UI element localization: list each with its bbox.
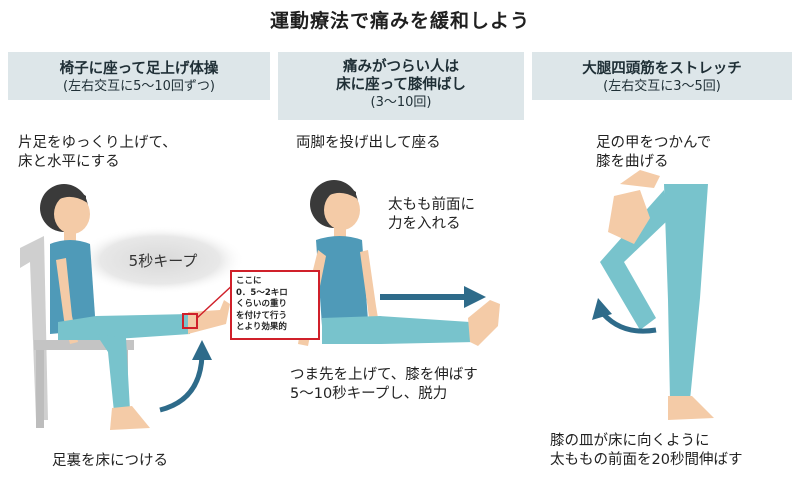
bangs	[48, 188, 86, 206]
feet	[468, 300, 500, 346]
keep-cloud	[75, 226, 245, 294]
up-arrow-head	[192, 340, 212, 360]
panel-3-sub: (左右交互に3～5回)	[603, 79, 721, 94]
panel-1-desc-line2: 床と水平にする	[18, 154, 120, 170]
chair-leg-back	[36, 350, 44, 428]
panel-1-desc-bottom: 足裏を床につける	[52, 453, 168, 469]
neck	[64, 230, 76, 242]
panel-1-callout: 5秒キープ	[128, 252, 198, 270]
panel-2-sub: (3～10回)	[370, 95, 432, 110]
panel-3-desc-bottom: 膝の皿が床に向くように 太ももの前面を20秒間伸ばす	[550, 432, 795, 470]
panel-1-heading: 椅子に座って足上げ体操	[59, 61, 219, 77]
panel-3-header: 大腿四頭筋をストレッチ (左右交互に3～5回)	[532, 52, 792, 100]
bent-leg	[600, 190, 668, 330]
push-arrow-head	[464, 286, 486, 308]
panel-2-callout-line2: 力を入れる	[388, 216, 461, 232]
held-foot	[608, 190, 650, 244]
chair-seat	[34, 340, 134, 350]
support-foot	[110, 406, 150, 430]
panel-3-desc-bottom-line2: 太ももの前面を20秒間伸ばす	[550, 452, 743, 468]
support-leg	[96, 334, 130, 412]
neck	[334, 226, 346, 238]
panel-2-figure	[298, 180, 500, 346]
weight-note: ここに 0．5～2キロ くらいの重り を付けて行う とより効果的	[230, 270, 320, 340]
panel-3-heading: 大腿四頭筋をストレッチ	[582, 61, 742, 77]
panel-2-desc-bottom: つま先を上げて、膝を伸ばす 5～10秒キープし、脱力	[290, 366, 540, 404]
panel-2-header: 痛みがつらい人は 床に座って膝伸ばし (3～10回)	[278, 52, 524, 120]
panel-1-sub: (左右交互に5～10回ずつ)	[63, 79, 215, 94]
raised-leg	[58, 314, 190, 340]
raised-foot	[188, 300, 230, 334]
panel-2-heading-line1: 痛みがつらい人は	[343, 59, 459, 75]
panel-1-header: 椅子に座って足上げ体操 (左右交互に5～10回ずつ)	[8, 52, 270, 100]
face	[54, 194, 90, 234]
panel-1-desc-line1: 片足をゆっくり上げて、	[18, 135, 177, 151]
panel-2-desc-bottom-line2: 5～10秒キープし、脱力	[290, 386, 448, 402]
up-arrow-curve	[159, 355, 205, 413]
panel-3-desc-bottom-line1: 膝の皿が床に向くように	[550, 433, 710, 449]
standing-leg	[664, 184, 708, 400]
bangs	[318, 184, 356, 202]
panel-1-figure	[20, 184, 245, 430]
panel-3-desc-top: 足の甲をつかんで 膝を曲げる	[596, 134, 786, 172]
panel-3-desc-line2: 膝を曲げる	[596, 154, 669, 170]
panel-2-desc-top: 両脚を投げ出して座る	[296, 135, 441, 151]
panel-2-desc-bottom-line1: つま先を上げて、膝を伸ばす	[290, 367, 478, 383]
panel-2-heading-line2: 床に座って膝伸ばし	[336, 77, 466, 93]
hand	[620, 170, 660, 188]
face	[324, 190, 360, 230]
panel-3-figure	[592, 170, 714, 420]
ankle-highlight	[182, 313, 198, 329]
panel-1-desc-top: 片足をゆっくり上げて、 床と水平にする	[18, 134, 268, 172]
tank-top	[316, 236, 368, 326]
panel-2-callout: 太もも前面に 力を入れる	[388, 196, 528, 234]
stretch-arrow-head	[592, 298, 612, 320]
note-leader	[196, 281, 237, 319]
page-title: 運動療法で痛みを緩和しよう	[269, 10, 530, 32]
panel-3-desc-line1: 足の甲をつかんで	[596, 135, 712, 151]
push-arrow-shaft	[380, 294, 466, 300]
extended-legs	[322, 316, 476, 344]
panel-2-callout-line1: 太もも前面に	[388, 197, 475, 213]
standing-foot	[668, 396, 714, 420]
